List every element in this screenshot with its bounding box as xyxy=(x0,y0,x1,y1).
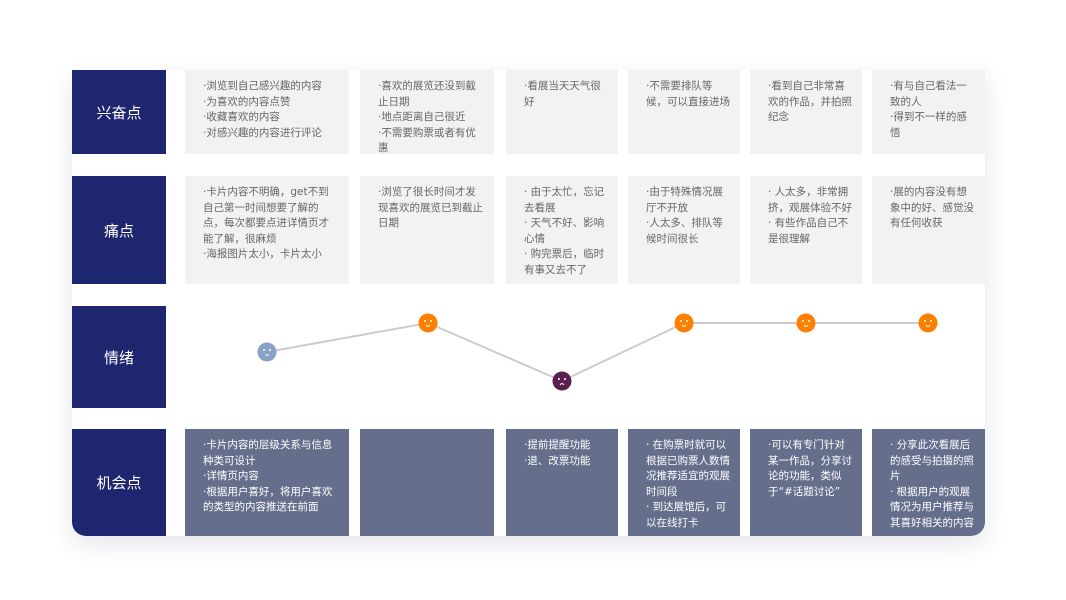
excite-cell: ·喜欢的展览还没到截止日期 ·地点距离自己很近 ·不需要购票或者有优惠 xyxy=(360,70,494,154)
happy-face-icon xyxy=(418,313,438,333)
row-label-emotion: 情绪 xyxy=(72,306,166,408)
emotion-line-segment xyxy=(561,322,685,382)
pain-cell: · 由于太忙，忘记去看展 · 天气不好、影响心情 · 购完票后，临时有事又去不了 xyxy=(506,176,618,284)
pain-cell: ·卡片内容不明确，get不到自己第一时间想要了解的点，每次都要点进详情页才能了解… xyxy=(185,176,349,284)
emotion-line-segment xyxy=(427,322,563,382)
pain-cell: ·由于特殊情况展厅不开放 ·人太多、排队等候时间很长 xyxy=(628,176,740,284)
opportunity-cell: ·卡片内容的层级关系与信息种类可设计 ·详情页内容 ·根据用户喜好，将用户喜欢的… xyxy=(185,429,349,536)
excite-cell: ·看展当天天气很好 xyxy=(506,70,618,154)
row-label-excite: 兴奋点 xyxy=(72,70,166,154)
pain-cell: ·展的内容没有想象中的好、感觉没有任何收获 xyxy=(872,176,985,284)
opportunity-cell xyxy=(360,429,494,536)
happy-face-icon xyxy=(674,313,694,333)
happy-face-icon xyxy=(796,313,816,333)
excite-cell: ·浏览到自己感兴趣的内容 ·为喜欢的内容点赞 ·收藏喜欢的内容 ·对感兴趣的内容… xyxy=(185,70,349,154)
pain-cell: ·浏览了很长时间才发现喜欢的展览已到截止日期 xyxy=(360,176,494,284)
excite-cell: ·不需要排队等候，可以直接进场 xyxy=(628,70,740,154)
emotion-line-segment xyxy=(266,322,429,353)
row-label-opportunity: 机会点 xyxy=(72,429,166,536)
opportunity-cell: ·可以有专门针对某一作品，分享讨论的功能，类似于“#话题讨论” xyxy=(750,429,862,536)
opportunity-cell: ·提前提醒功能 ·退、改票功能 xyxy=(506,429,618,536)
neutral-face-icon xyxy=(257,342,277,362)
pain-cell: · 人太多，非常拥挤，观展体验不好 · 有些作品自己不是很理解 xyxy=(750,176,862,284)
sad-face-icon xyxy=(552,371,572,391)
excite-cell: ·有与自己看法一致的人 ·得到不一样的感悟 xyxy=(872,70,985,154)
excite-cell: ·看到自己非常喜欢的作品，并拍照纪念 xyxy=(750,70,862,154)
opportunity-cell: · 在购票时就可以根据已购票人数情况推荐适宜的观展时间段 · 到达展馆后，可以在… xyxy=(628,429,740,536)
opportunity-cell: · 分享此次看展后的感受与拍摄的照片 · 根据用户的观展情况为用户推荐与其喜好相… xyxy=(872,429,985,536)
happy-face-icon xyxy=(918,313,938,333)
row-label-pain: 痛点 xyxy=(72,176,166,284)
